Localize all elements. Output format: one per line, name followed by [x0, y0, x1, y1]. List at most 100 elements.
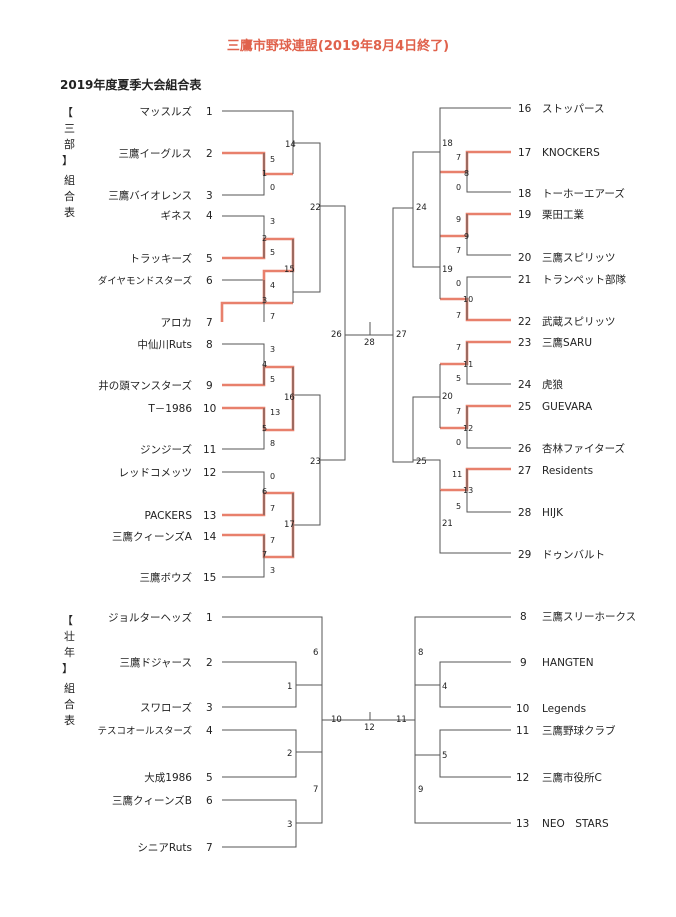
team-seed: 5: [206, 772, 213, 784]
division-label-sonen: 【 壮 年 】 組 合 表: [62, 614, 75, 727]
team-seed: 20: [518, 252, 531, 264]
team-seed: 28: [518, 507, 531, 519]
team-name: 三鷹クィーンズA: [112, 530, 193, 543]
team-name: マッスルズ: [140, 105, 193, 118]
match-number: 26: [331, 330, 342, 340]
label-char: 年: [64, 645, 75, 659]
score: 7: [456, 246, 461, 255]
score: 11: [463, 360, 473, 369]
score: 3: [270, 566, 275, 575]
team-seed: 22: [518, 316, 531, 328]
score: 7: [456, 311, 461, 320]
team-seed: 11: [516, 725, 529, 737]
team-seed: 19: [518, 209, 531, 221]
match-number: 3: [287, 820, 292, 830]
team-name: トーホーエアーズ: [542, 187, 625, 200]
score: 13: [463, 486, 473, 495]
team-seed: 16: [518, 103, 532, 115]
match-number: 19: [442, 265, 453, 275]
match-number: 12: [364, 723, 375, 733]
team-name: テスコオールスターズ: [97, 725, 192, 737]
team-name: HANGTEN: [542, 657, 594, 669]
label-char: 部: [64, 137, 75, 151]
score: 9: [464, 232, 469, 241]
team-name: アロカ: [161, 317, 193, 329]
team-seed: 23: [518, 337, 531, 349]
match-number: 7: [313, 785, 318, 795]
score: 6: [262, 487, 267, 496]
score: 12: [463, 424, 473, 433]
score: 7: [262, 550, 267, 559]
score: 9: [456, 215, 461, 224]
team-seed: 1: [206, 612, 213, 624]
score: 7: [270, 536, 275, 545]
team-seed: 18: [518, 188, 531, 200]
sonen-match-numbers: 1 2 3 4 5 6 7 8 9 10 11 12: [287, 648, 447, 830]
label-bracket-open: 【: [62, 106, 73, 119]
team-name: トラッキーズ: [130, 252, 192, 265]
team-seed: 9: [520, 657, 527, 669]
match-number: 4: [442, 682, 447, 692]
match-number: 24: [416, 203, 427, 213]
team-seed: 6: [206, 275, 213, 287]
team-seed: 4: [206, 210, 213, 222]
score: 7: [456, 153, 461, 162]
team-seed: 15: [203, 572, 216, 584]
team-name: 三鷹ボウズ: [140, 571, 193, 584]
score: 3: [262, 296, 267, 305]
sanbu-right-teams: 16 ストッパース 17 KNOCKERS 18 トーホーエアーズ 19 栗田工…: [518, 103, 626, 561]
team-name: PACKERS: [145, 510, 193, 522]
match-number: 25: [416, 457, 427, 467]
team-name: ドゥンバルト: [542, 549, 605, 561]
sonen-bracket: [222, 616, 511, 848]
team-name: Residents: [542, 465, 593, 477]
team-seed: 25: [518, 401, 531, 413]
label-char: 壮: [64, 630, 75, 643]
match-number: 2: [287, 749, 292, 759]
match-number: 20: [442, 392, 453, 402]
team-seed: 1: [206, 106, 213, 118]
match-number: 14: [285, 140, 296, 150]
team-name: ストッパース: [542, 103, 604, 115]
team-name: 杏林ファイターズ: [542, 442, 625, 455]
score: 11: [452, 470, 462, 479]
match-number: 17: [284, 520, 295, 530]
match-number: 1: [287, 682, 292, 692]
score: 13: [270, 408, 280, 417]
team-seed: 27: [518, 465, 531, 477]
team-name: HIJK: [542, 507, 564, 519]
team-name: 栗田工業: [542, 208, 584, 221]
team-seed: 14: [203, 531, 217, 543]
sanbu-scores: 5 1 0 3 2 5 4 3 7 3 4 5 13 5 8 0 6 7 7 7…: [262, 153, 473, 575]
label-char: 表: [64, 713, 75, 727]
team-seed: 12: [203, 467, 216, 479]
sonen-right-teams: 8 三鷹スリーホークス 9 HANGTEN 10 Legends 11 三鷹野球…: [516, 610, 636, 830]
team-name: GUEVARA: [542, 401, 593, 413]
team-seed: 26: [518, 443, 532, 455]
match-number: 15: [284, 265, 295, 275]
team-seed: 11: [203, 444, 216, 456]
sonen-left-teams: ジョルターヘッズ 1 三鷹ドジャース 2 スワローズ 3 テスコオールスターズ …: [97, 611, 213, 854]
match-number: 23: [310, 457, 321, 467]
label-char: 三: [64, 122, 75, 135]
sanbu-left-bracket: [220, 110, 371, 578]
match-number: 9: [418, 785, 423, 795]
team-seed: 2: [206, 657, 213, 669]
score: 8: [464, 169, 469, 178]
team-name: NEO STARS: [542, 818, 609, 830]
score: 4: [270, 281, 275, 290]
team-name: トランペット部隊: [542, 273, 626, 286]
score: 0: [456, 279, 461, 288]
team-seed: 13: [516, 818, 529, 830]
label-char: 表: [64, 205, 75, 219]
team-name: 三鷹スピリッツ: [542, 251, 616, 264]
team-seed: 5: [206, 253, 213, 265]
match-number: 11: [396, 715, 407, 725]
sanbu-right-bracket: [370, 107, 511, 554]
team-seed: 4: [206, 725, 213, 737]
score: 1: [262, 169, 267, 178]
sanbu-left-teams: マッスルズ 1 三鷹イーグルス 2 三鷹バイオレンス 3 ギネス 4 トラッキー…: [98, 105, 217, 584]
team-name: 中仙川Ruts: [137, 338, 192, 351]
